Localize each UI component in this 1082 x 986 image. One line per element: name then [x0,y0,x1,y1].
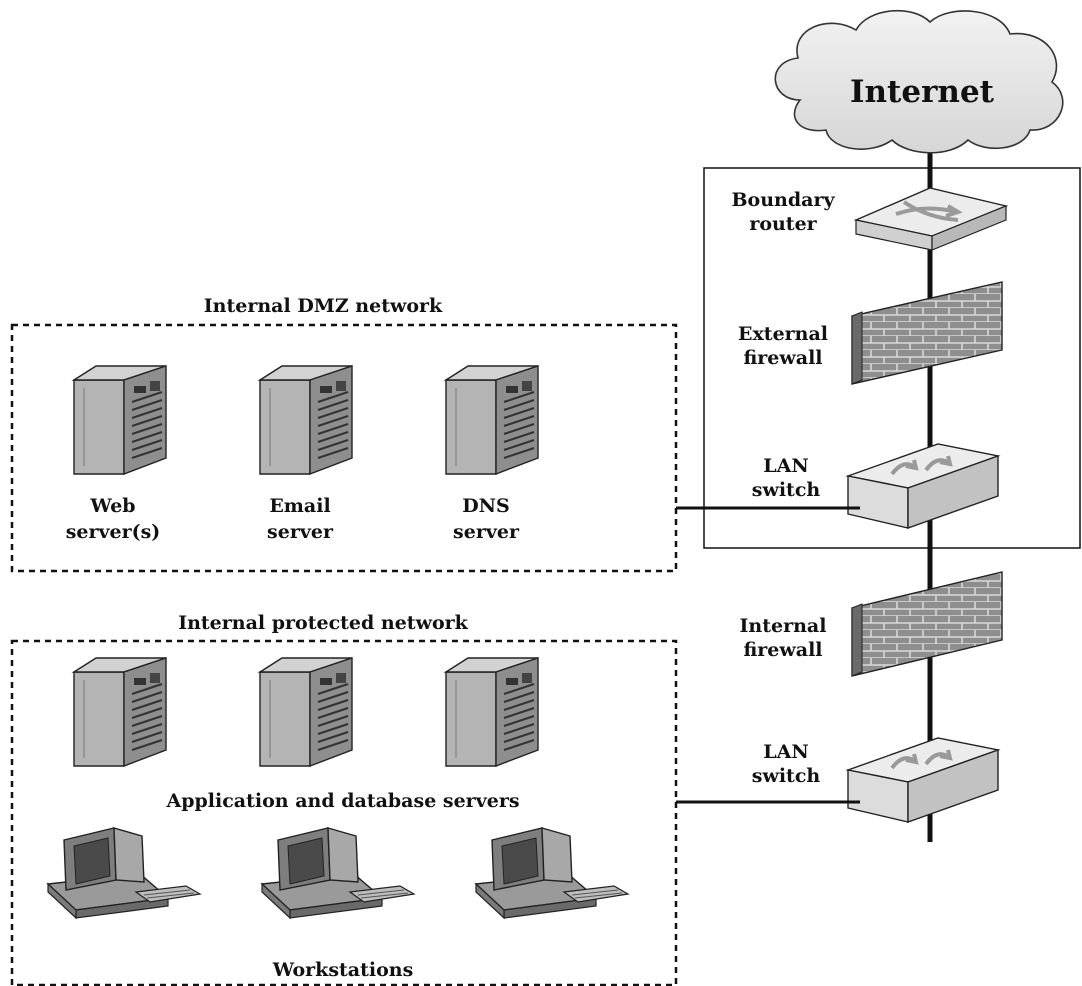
email-server-label-line2: server [267,521,334,543]
protected-network-box [10,639,678,986]
dns-server-label-line1: DNS [462,495,510,517]
lan-switch-1-icon [846,442,1000,530]
app-db-server-2-icon [259,657,353,767]
edge-perimeter-box [703,167,1081,549]
router-label-line2: router [749,213,817,235]
dmz-title: Internal DMZ network [204,295,443,317]
internet-label: Internet [850,74,995,110]
web-server-icon [73,365,167,475]
internet-cloud: Internet [774,9,1064,154]
app-db-servers-label: Application and database servers [165,790,519,812]
lan-switch-1-label-line1: LAN [763,455,808,477]
dmz-network-box [10,323,678,573]
email-server-icon [259,365,353,475]
dns-server-label-line2: server [453,521,520,543]
workstation-2-icon [261,827,415,919]
workstation-1-icon [47,827,201,919]
dns-server-icon [445,365,539,475]
email-server-label-line1: Email [269,495,330,517]
boundary-router-icon [853,187,1009,251]
app-db-server-3-icon [445,657,539,767]
workstations-label: Workstations [272,959,414,981]
lan-switch-1-label-line2: switch [752,479,821,501]
web-server-label-line2: server(s) [66,521,161,543]
external-firewall-label-line2: firewall [743,347,822,369]
internal-firewall-icon [851,571,1003,677]
lan-switch-2-icon [846,736,1000,824]
workstation-3-icon [475,827,629,919]
lan-switch-2-label-line2: switch [752,765,821,787]
protected-title: Internal protected network [178,612,468,634]
external-firewall-icon [851,281,1003,385]
internal-firewall-label-line1: Internal [740,615,827,637]
external-firewall-label-line1: External [738,323,828,345]
internal-firewall-label-line2: firewall [743,639,822,661]
lan-switch-2-label-line1: LAN [763,741,808,763]
router-label-line1: Boundary [731,189,835,211]
web-server-label-line1: Web [89,495,135,517]
app-db-server-1-icon [73,657,167,767]
